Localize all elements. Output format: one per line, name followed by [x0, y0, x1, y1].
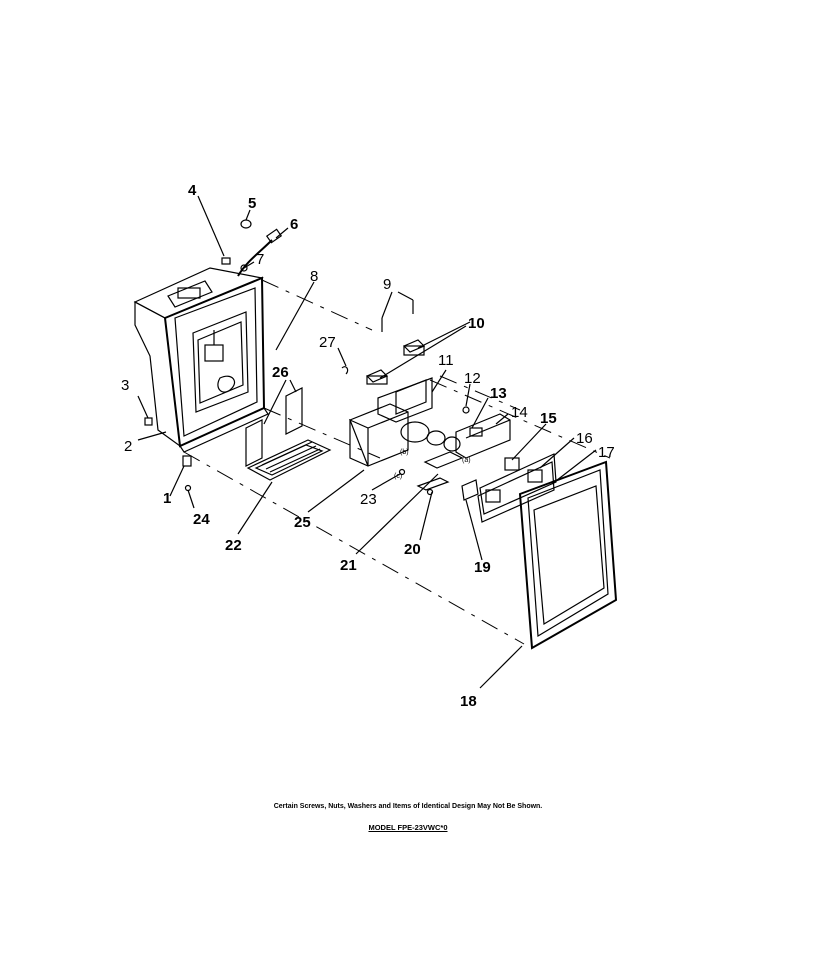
switch-covers [245, 387, 303, 467]
callout-2: 2 [124, 438, 132, 455]
sub-label-b: (b) [400, 449, 409, 456]
callout-1: 1 [163, 490, 171, 507]
control-assembly: (b) (c) (a) [341, 300, 520, 496]
callout-22: 22 [225, 537, 242, 554]
callout-3: 3 [121, 377, 129, 394]
callout-26: 26 [272, 364, 289, 381]
disclaimer-note: Certain Screws, Nuts, Washers and Items … [273, 803, 543, 810]
callout-16: 16 [576, 430, 593, 447]
callout-25: 25 [294, 514, 311, 531]
model-number: MODEL FPE-23VWC*0 [368, 823, 448, 832]
callout-5: 5 [248, 195, 256, 212]
callout-21: 21 [340, 557, 357, 574]
callout-23: 23 [360, 491, 377, 508]
callout-6: 6 [290, 216, 298, 233]
callout-27: 27 [319, 334, 336, 351]
callout-4: 4 [188, 182, 197, 199]
sub-label-c: (c) [394, 473, 402, 480]
leader-lines [137, 195, 597, 689]
callout-9: 9 [383, 276, 391, 293]
callout-11: 11 [438, 352, 454, 369]
callout-12: 12 [464, 370, 481, 387]
door-frame [518, 460, 618, 650]
callout-labels: 4 5 6 7 8 9 10 27 11 12 13 14 15 16 17 2… [121, 182, 615, 710]
callout-24: 24 [193, 511, 210, 528]
callout-13: 13 [490, 385, 507, 402]
callout-19: 19 [474, 559, 491, 576]
callout-20: 20 [404, 541, 421, 558]
callout-14: 14 [511, 404, 528, 421]
callout-8: 8 [310, 268, 318, 285]
callout-10: 10 [468, 315, 485, 332]
sub-label-a: (a) [462, 457, 471, 464]
control-panel [461, 453, 557, 523]
callout-15: 15 [540, 410, 557, 427]
model-number-wrap: MODEL FPE-23VWC*0 [0, 823, 816, 832]
drip-grille [246, 439, 332, 481]
alignment-lines [183, 279, 611, 645]
callout-17: 17 [598, 444, 615, 461]
callout-18: 18 [460, 693, 477, 710]
callout-7: 7 [256, 251, 264, 268]
